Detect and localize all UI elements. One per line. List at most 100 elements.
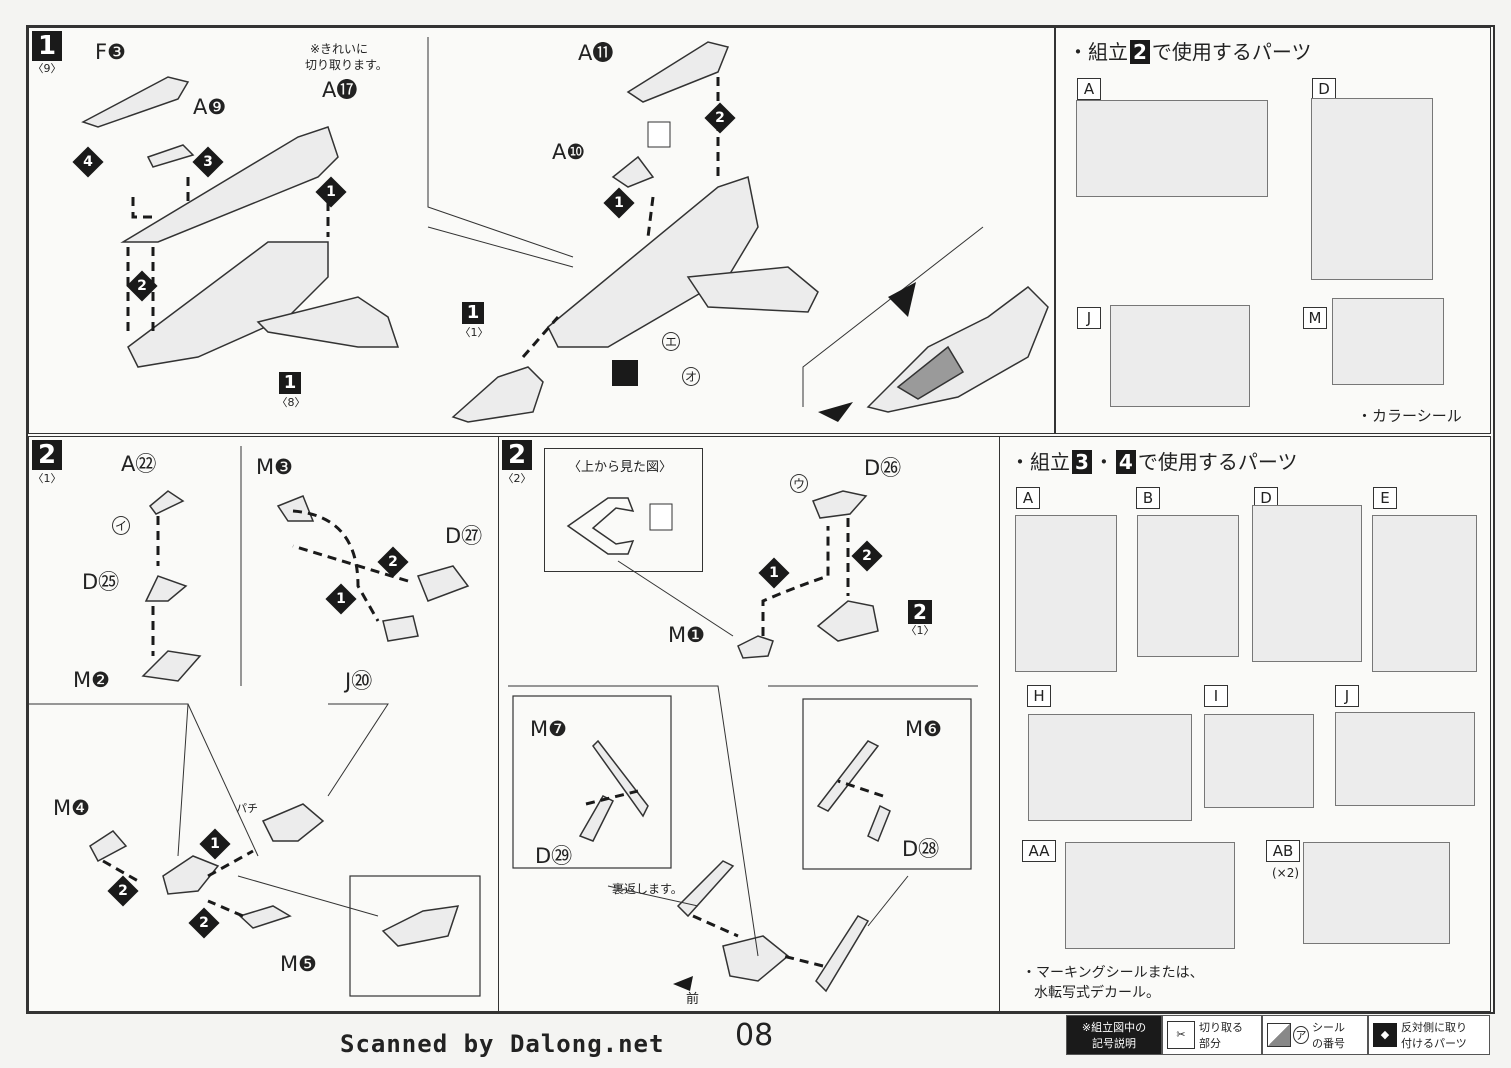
step-number-2-2: 2 [502, 440, 532, 470]
sprue-letter-m: M [1303, 307, 1327, 329]
part-label-a10: A❿ [552, 140, 586, 164]
p2a-badge-1b: 1 [199, 828, 231, 860]
sticker-label-u: ウ [790, 474, 808, 493]
part-label-m7: M❼ [530, 717, 567, 741]
part-label-d26: D㉖ [864, 456, 902, 480]
step-number-2-1: 2 [32, 440, 62, 470]
step-sub-2-1: 〈1〉 [32, 472, 62, 485]
panel-step-1 [28, 27, 1055, 434]
legend-opposite: ◆ 反対側に取り 付けるパーツ [1368, 1015, 1490, 1055]
sprue-j [1110, 305, 1250, 407]
step-badge-4: 4 [72, 146, 104, 178]
scissors-icon: ✂ [1167, 1021, 1195, 1049]
part-label-m5: M❺ [280, 952, 317, 976]
sprue-letter-aa: AA [1022, 840, 1056, 862]
p2b-badge-2: 2 [851, 540, 883, 572]
panel2b-illustration [508, 490, 978, 993]
sprue-letter-ab: AB [1266, 840, 1300, 862]
canopy-cover-shape [120, 126, 339, 243]
ref-sub-2: 〈1〉 [905, 624, 935, 637]
step-number: 1 [32, 31, 62, 61]
sticker-label-e: エ [662, 332, 680, 351]
part-label-d28: D㉘ [902, 837, 940, 861]
p2a-badge-2: 2 [377, 546, 409, 578]
part-label-a9: A❾ [193, 95, 227, 119]
parts-list-assembly-3-4 [999, 436, 1491, 1012]
a10-shape [611, 155, 655, 188]
flip-note: 裏返します。 [612, 882, 683, 896]
part-f3-shape [81, 76, 190, 128]
sprue-letter-j: J [1077, 307, 1101, 329]
a11-shape [626, 41, 730, 103]
legend-seal: ア シール の番号 [1262, 1015, 1368, 1055]
legend-cut-line2: 部分 [1199, 1037, 1221, 1050]
sprue-letter-h: H [1027, 685, 1051, 707]
sprue-letter-d: D [1312, 78, 1336, 100]
ref-sub-1: 〈1〉 [459, 326, 489, 339]
note-text-line1: ※きれいに [310, 42, 369, 56]
ref-step-2: 2 [908, 600, 932, 624]
part-label-j20: J⑳ [345, 669, 373, 693]
sprue-i [1204, 714, 1314, 808]
legend-cut: ✂ 切り取る 部分 [1162, 1015, 1262, 1055]
top-view-caption: 〈上から見た図〉 [568, 460, 673, 475]
part-label-f3: F❸ [95, 40, 126, 64]
top-view-inset [544, 448, 703, 572]
p2a-badge-2b: 2 [107, 875, 139, 907]
seal-icon [1267, 1023, 1291, 1047]
p2a-badge-2c: 2 [188, 907, 220, 939]
step-badge-3: 3 [192, 146, 224, 178]
panel2a-illustration [28, 446, 481, 997]
legend-seal-line1: シール [1312, 1021, 1345, 1034]
legend-title-line1: ※組立図中の [1081, 1021, 1147, 1034]
sprue-letter-i: I [1204, 685, 1228, 707]
seal-mark: ア [1293, 1026, 1309, 1044]
sprue-letter-e: E [1373, 487, 1397, 509]
fuselage-left-shape [127, 241, 329, 368]
sprue-ab [1303, 842, 1450, 944]
sprue-m [1332, 298, 1444, 385]
intake-right-shape [686, 266, 819, 313]
legend-cut-line1: 切り取る [1199, 1021, 1243, 1034]
p2a-badge-1: 1 [325, 583, 357, 615]
nose-detail-shape [866, 286, 1049, 413]
sprue-d [1311, 98, 1433, 280]
note-text-line2: 切り取ります。 [305, 58, 388, 72]
part-label-d25: D㉕ [82, 570, 120, 594]
step-badge-2: 2 [126, 270, 158, 302]
snap-sound-label: パチ [236, 802, 258, 815]
step-sub: 〈9〉 [32, 62, 62, 75]
sprue-letter-b: B [1136, 487, 1160, 509]
sprue-letter-a2: A [1016, 487, 1040, 509]
scanner-brand: Scanned by Dalong.net [340, 1030, 665, 1058]
sprue-letter-a: A [1077, 78, 1101, 100]
marking-note-line2: 水転写式デカール。 [1034, 985, 1160, 1001]
sprue-e [1372, 515, 1477, 672]
ref-step-1: 1 [462, 302, 484, 324]
intake-left-shape [256, 296, 400, 348]
sprue-a [1076, 100, 1268, 197]
sprue-j2 [1335, 712, 1475, 806]
sticker-label-i: イ [112, 516, 130, 535]
ref-sub-8: 〈8〉 [276, 396, 306, 409]
sprue-d2 [1252, 505, 1362, 662]
parts-list-assembly-2 [1055, 27, 1491, 434]
sticker-label-o: オ [682, 367, 700, 386]
fuselage-right-shape [547, 176, 759, 348]
step-badge-1b: 1 [603, 187, 635, 219]
sprue-b [1137, 515, 1239, 657]
opposite-side-legend-icon: ◆ [1373, 1023, 1397, 1047]
ref-step-8: 1 [279, 372, 301, 394]
part-a9-shape [146, 144, 195, 168]
sprue-ab-count: (×2) [1272, 866, 1300, 880]
legend-opp-line1: 反対側に取り [1401, 1021, 1467, 1034]
nose-cone-shape [451, 366, 544, 423]
sprue-h [1028, 714, 1192, 821]
part-label-a22: A㉒ [121, 452, 157, 476]
legend-title: ※組立図中の 記号説明 [1066, 1015, 1162, 1055]
step-sub-2-2: 〈2〉 [502, 472, 532, 485]
part-label-m1: M❶ [668, 623, 705, 647]
front-label: 前 [686, 992, 700, 1007]
page-number: 08 [735, 1018, 774, 1053]
